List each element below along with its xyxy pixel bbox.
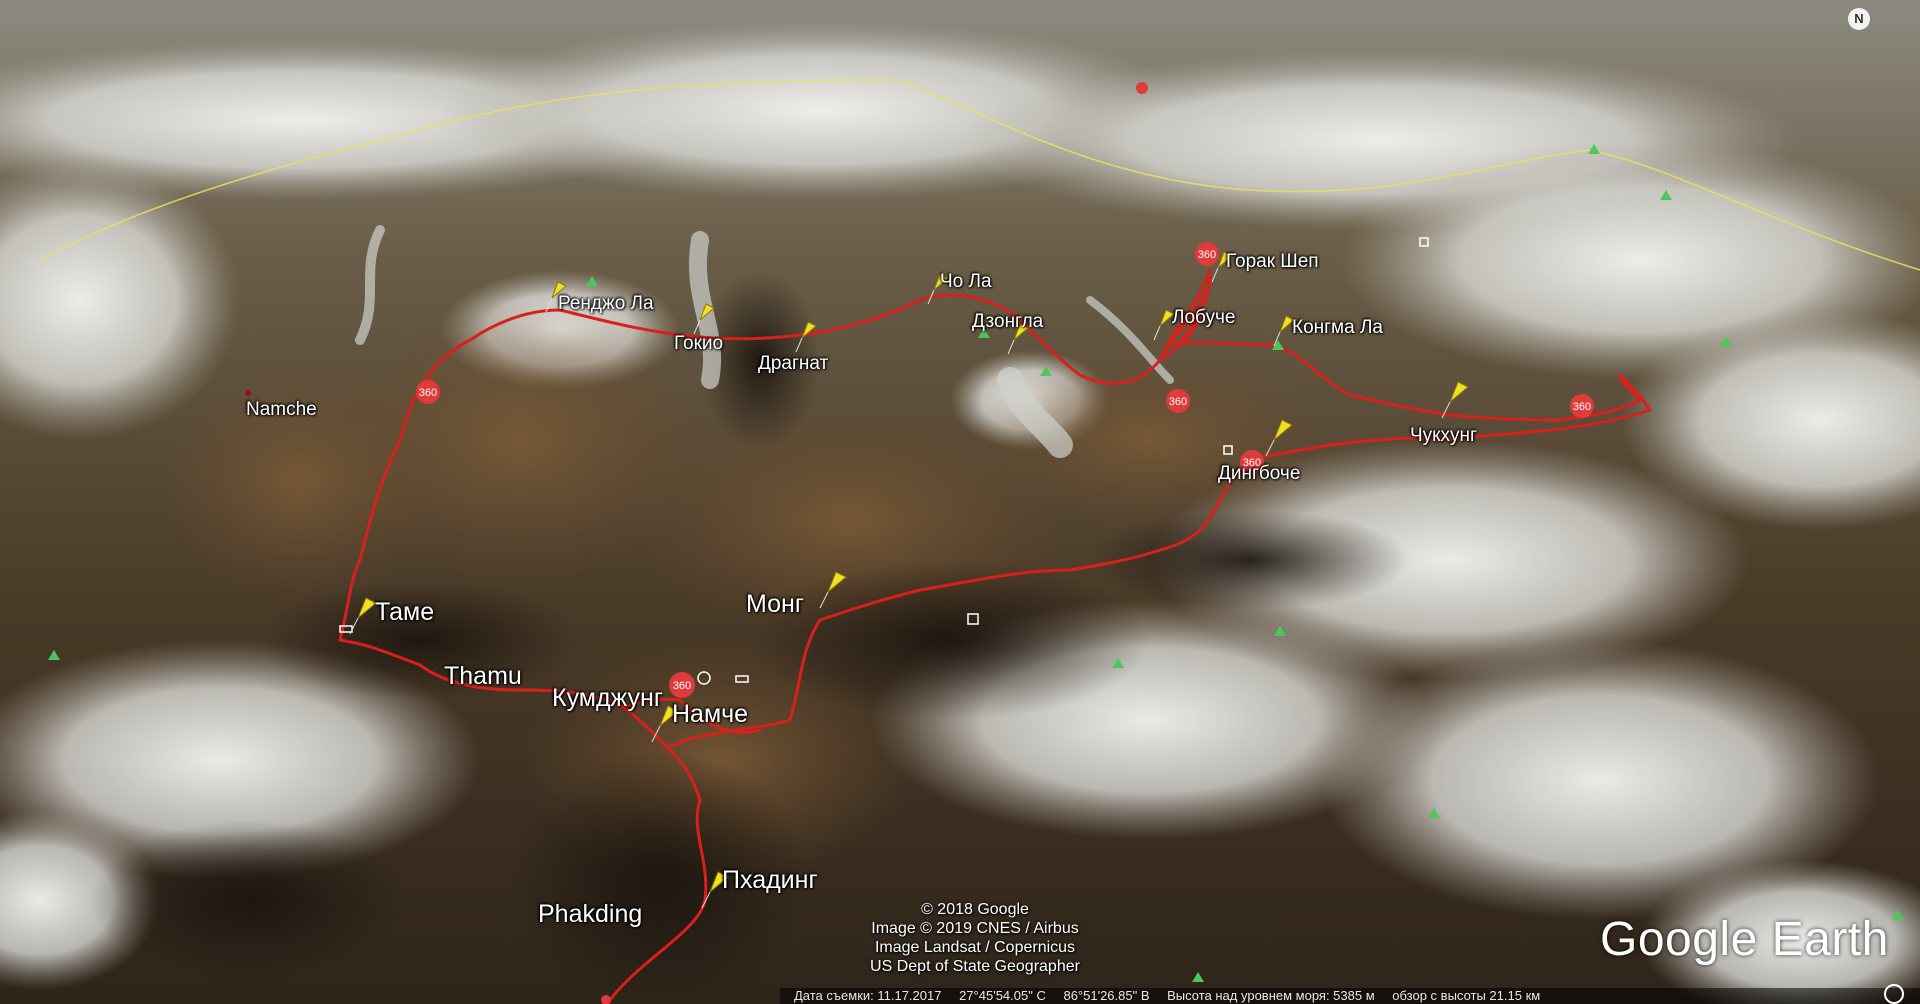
flag-icon: [735, 675, 749, 683]
peak-icon: [1720, 336, 1732, 346]
svg-text:360: 360: [419, 387, 437, 399]
imagery-credits: © 2018 Google Image © 2019 CNES / Airbus…: [825, 900, 1125, 976]
label-dingboche: Дингбоче: [1218, 463, 1301, 484]
peak-icon: [586, 276, 598, 286]
latitude: 27°45'54.05" С: [959, 988, 1046, 1003]
label-chukhung: Чукхунг: [1410, 425, 1477, 446]
pushpin-icon[interactable]: [651, 705, 679, 743]
status-bar: Дата съемки: 11.17.2017 27°45'54.05" С 8…: [780, 988, 1920, 1004]
label-dragnag: Драгнат: [758, 353, 829, 374]
pushpin-icon[interactable]: [545, 281, 567, 313]
peak-icon: [1660, 190, 1672, 200]
pushpin-icon[interactable]: [1153, 309, 1175, 341]
pushpin-icon[interactable]: [795, 321, 817, 353]
pushpins: [349, 251, 1469, 909]
pushpin-icon[interactable]: [701, 871, 729, 909]
label-dzongla: Дзонгла: [972, 311, 1044, 332]
label-gokyo: Гокио: [674, 333, 724, 354]
label-phakding-en: Phakding: [538, 900, 643, 928]
pushpin-icon[interactable]: [349, 597, 377, 635]
svg-text:360: 360: [673, 680, 691, 692]
pushpin-icon[interactable]: [1265, 419, 1293, 457]
compass-icon[interactable]: N: [1848, 8, 1870, 30]
elevation: Высота над уровнем моря: 5385 м: [1167, 988, 1375, 1003]
poi-dot[interactable]: [601, 995, 611, 1004]
pushpin-icon[interactable]: [1273, 315, 1295, 347]
google-earth-logo: Google Earth: [1600, 913, 1889, 966]
label-thamu: Thamu: [444, 662, 522, 690]
credit-line: Image © 2019 CNES / Airbus: [871, 920, 1079, 937]
badge-360[interactable]: 360: [1195, 242, 1219, 266]
poi-dot[interactable]: [1136, 82, 1148, 94]
svg-text:360: 360: [1243, 457, 1261, 469]
label-khumjung: Кумджунг: [552, 684, 663, 712]
poi-dot[interactable]: [245, 390, 251, 396]
panorama-badges: 360 360 360 360 360 360: [245, 82, 1594, 1004]
shadow-valleys: [90, 270, 1410, 1004]
lodge-icon: [1223, 445, 1233, 455]
pushpin-icon[interactable]: [693, 303, 715, 335]
credit-line: Image Landsat / Copernicus: [874, 939, 1076, 956]
label-namche-en: Namche: [246, 399, 317, 420]
lodge-icon: [967, 613, 979, 625]
label-lobuche: Лобуче: [1172, 307, 1236, 328]
svg-text:360: 360: [1169, 396, 1187, 408]
navigation-ring-icon[interactable]: [1884, 984, 1904, 1004]
svg-text:360: 360: [1198, 249, 1216, 261]
map-icons: [339, 237, 1429, 683]
peak-icon: [1272, 340, 1284, 350]
flag-icon: [339, 625, 353, 633]
pushpin-icon[interactable]: [1441, 381, 1469, 419]
svg-text:360: 360: [1573, 401, 1591, 413]
credit-line: US Dept of State Geographer: [870, 958, 1080, 975]
peak-icon: [1040, 366, 1052, 376]
badge-360[interactable]: 360: [1240, 450, 1264, 474]
poi-ring[interactable]: [697, 671, 711, 685]
credit-line: © 2018 Google: [921, 901, 1029, 918]
lodge-icon: [1419, 237, 1429, 247]
peak-icon: [48, 650, 60, 660]
peak-icon: [978, 328, 990, 338]
peak-markers: [48, 144, 1904, 982]
peak-icon: [1274, 626, 1286, 636]
eye-altitude: обзор с высоты 21.15 км: [1392, 988, 1541, 1003]
peak-icon: [1192, 972, 1204, 982]
label-kongma-la: Конгма Ла: [1292, 317, 1384, 338]
imagery-date: Дата съемки: 11.17.2017: [794, 988, 942, 1003]
label-cho-la: Чо Ла: [940, 271, 992, 292]
label-thame: Таме: [375, 598, 435, 626]
pushpin-icon[interactable]: [1007, 323, 1029, 355]
border-line: [39, 79, 1920, 271]
label-renjo-la: Ренджо Ла: [558, 293, 654, 314]
label-phakding-ru: Пхадинг: [722, 866, 818, 894]
peak-icon: [1428, 808, 1440, 818]
badge-360[interactable]: 360: [1570, 394, 1594, 418]
pushpin-icon[interactable]: [819, 571, 847, 609]
badge-360[interactable]: 360: [1166, 389, 1190, 413]
pushpin-icon[interactable]: [1211, 251, 1233, 283]
peak-icon: [1588, 144, 1600, 154]
label-namche: Намче: [672, 700, 749, 728]
longitude: 86°51'26.85" В: [1063, 988, 1150, 1003]
peak-icon: [1112, 658, 1124, 668]
snow-ridges: [0, 20, 1920, 1004]
badge-360[interactable]: 360: [416, 380, 440, 404]
peak-icon: [1892, 910, 1904, 920]
label-gorak-shep: Горак Шеп: [1226, 251, 1319, 272]
label-mong: Монг: [746, 590, 804, 618]
badge-360[interactable]: 360: [669, 672, 695, 698]
pushpin-icon[interactable]: [927, 273, 949, 305]
